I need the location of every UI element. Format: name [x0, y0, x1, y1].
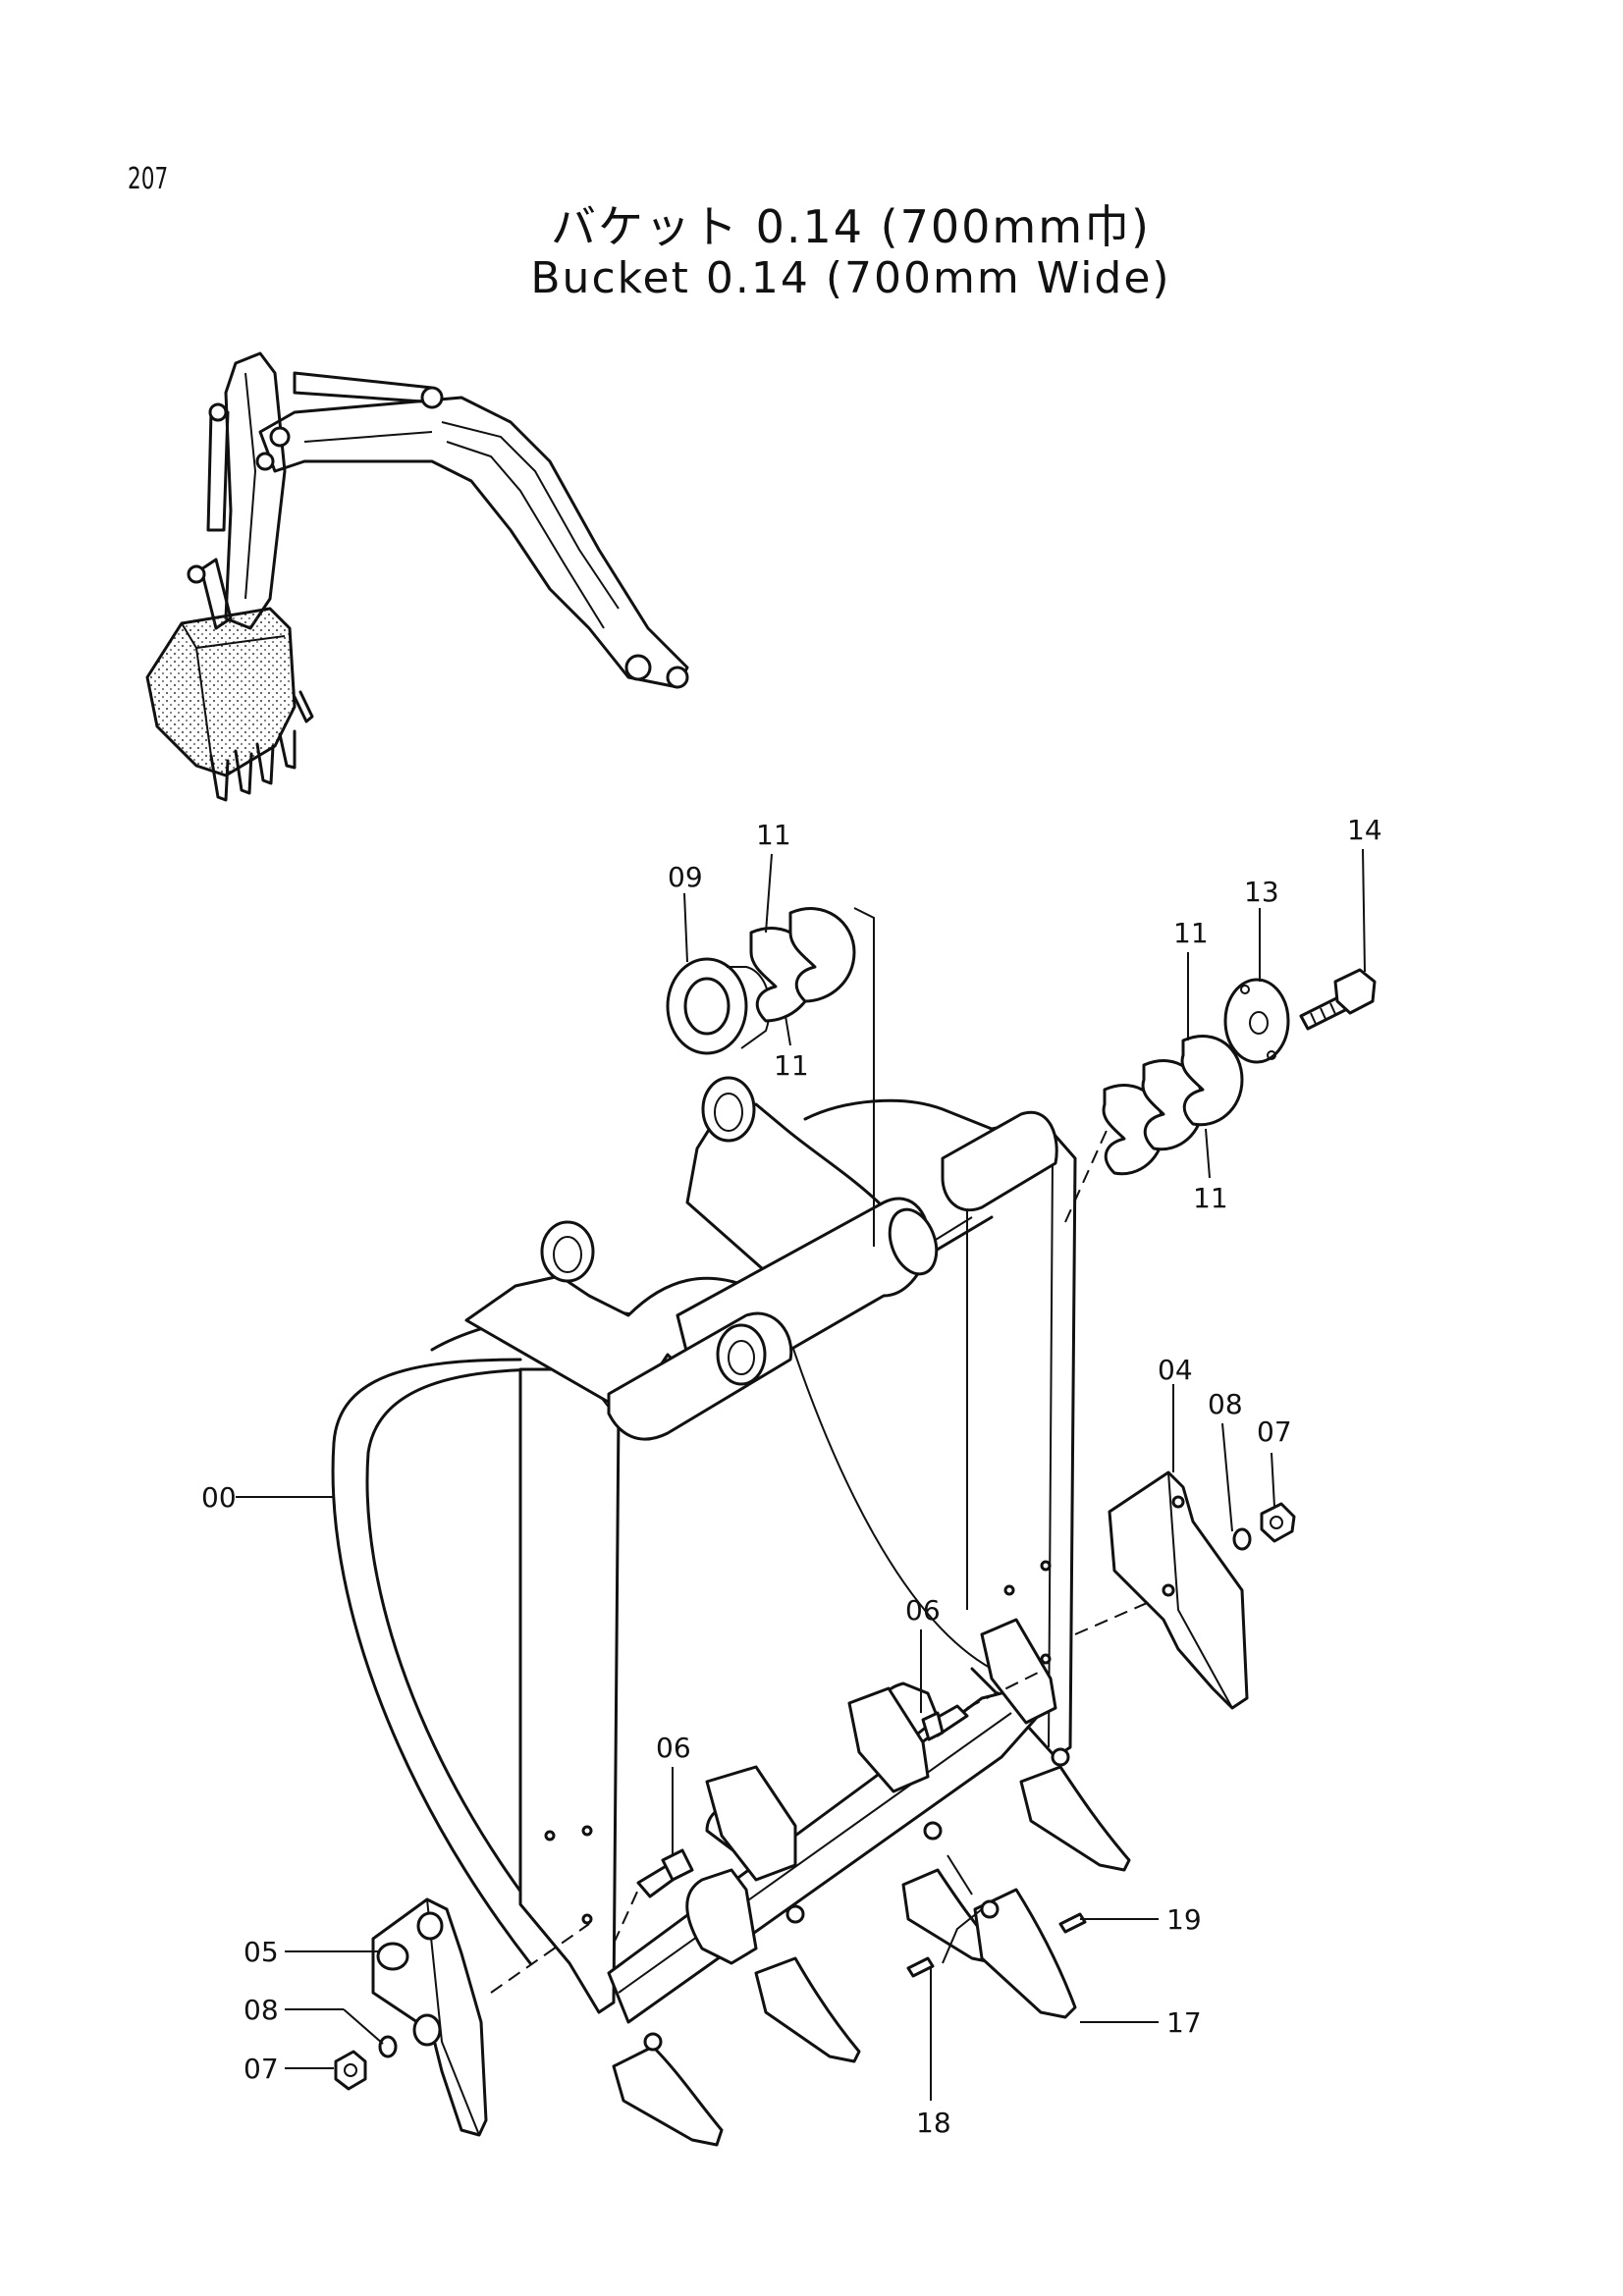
callout-11-top-left: 11: [756, 819, 791, 851]
callout-07-right: 07: [1257, 1415, 1292, 1448]
lock-19: [1058, 1912, 1087, 1934]
callout-13: 13: [1244, 876, 1279, 908]
callout-08-right: 08: [1208, 1388, 1243, 1420]
callout-05: 05: [243, 1936, 279, 1968]
nut-07-left: [334, 2050, 367, 2091]
shims-11-right: [1102, 1035, 1244, 1176]
callout-11-bottom-right: 11: [1193, 1182, 1228, 1214]
callout-11-top-right: 11: [1173, 917, 1209, 949]
callout-11-bottom-left: 11: [774, 1049, 809, 1082]
callout-08-left: 08: [243, 1994, 279, 2026]
excavator-arm-overview: [145, 351, 689, 802]
callout-04: 04: [1158, 1354, 1193, 1386]
callout-14: 14: [1347, 814, 1382, 846]
side-cutter-right: [1108, 1470, 1249, 1710]
callout-09: 09: [668, 861, 703, 893]
washer-08-right: [1232, 1527, 1252, 1551]
title-english: Bucket 0.14 (700mm Wide): [530, 253, 1171, 303]
bushing-09: [666, 957, 771, 1055]
tooth-17-exploded: [973, 1888, 1077, 2019]
nut-07-right: [1260, 1502, 1296, 1543]
shims-11-left: [749, 907, 856, 1023]
callout-19: 19: [1166, 1903, 1202, 1936]
page-number: 207: [128, 162, 169, 196]
bolt-06-upper: [921, 1704, 969, 1741]
washer-08-left: [378, 2035, 398, 2058]
bucket-teeth: [612, 1618, 1131, 2147]
callout-06-upper: 06: [905, 1594, 941, 1627]
callout-07-left: 07: [243, 2053, 279, 2085]
bolt-06-lower: [636, 1848, 694, 1898]
plate-13: [1223, 978, 1290, 1064]
pin-18: [906, 1956, 935, 1978]
callout-17: 17: [1166, 2006, 1202, 2039]
callout-00: 00: [201, 1481, 237, 1514]
title-japanese: バケット 0.14 (700mm巾): [551, 200, 1151, 253]
callout-18: 18: [916, 2107, 951, 2139]
side-cutter-left: [371, 1897, 488, 2137]
callout-06-lower: 06: [656, 1732, 691, 1764]
bolt-14: [1299, 968, 1377, 1031]
leaders: [236, 848, 1366, 2101]
